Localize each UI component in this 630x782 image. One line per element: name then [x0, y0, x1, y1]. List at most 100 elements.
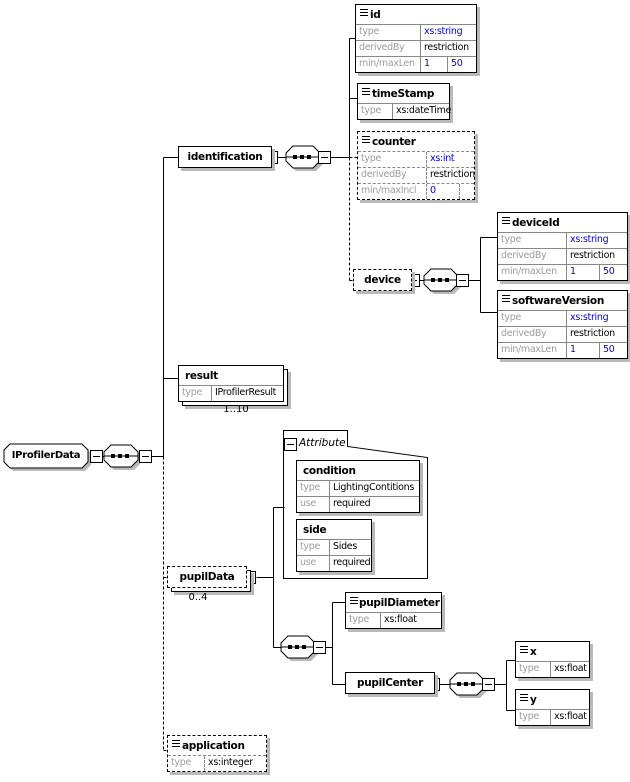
element-pupildata[interactable]: pupilData: [167, 566, 247, 588]
attributes-frame: [283, 430, 428, 579]
cardinality-pupildata: 0..4: [188, 592, 208, 603]
element-name: softwareVersion: [512, 295, 605, 307]
element-name: deviceId: [512, 217, 560, 229]
type-value: IProfilerResult: [215, 387, 277, 398]
attributes-frame-label: Attribute: [299, 437, 346, 449]
element-name: identification: [187, 151, 263, 163]
element-icon: [502, 295, 510, 302]
sequence-icon-pupil-data[interactable]: [280, 635, 318, 661]
facet-max-value: 50: [603, 266, 615, 277]
element-iprofilerdata[interactable]: IProfilerData: [11, 450, 81, 461]
type-value: xs:float: [384, 614, 417, 625]
facet-min-value: 1: [567, 343, 600, 358]
derivedby-value: restriction: [430, 169, 475, 180]
element-header: y: [516, 690, 589, 709]
element-header: softwareVersion: [498, 291, 627, 310]
element-icon: [362, 136, 370, 143]
facet-min-value: 1: [567, 265, 600, 280]
type-label: type: [346, 613, 381, 628]
facet-min-value: 1: [421, 57, 448, 72]
use-label: use: [297, 497, 330, 512]
type-label: type: [358, 104, 393, 119]
type-value: xs:dateTime: [396, 105, 452, 116]
element-header: deviceId: [498, 213, 627, 232]
type-value[interactable]: xs:string: [424, 26, 463, 37]
type-label: type: [297, 481, 330, 496]
collapse-toggle-pupilcenter-2[interactable]: [482, 678, 495, 691]
derivedby-label: derivedBy: [356, 41, 421, 56]
element-icon: [172, 740, 180, 747]
element-pupilcenter[interactable]: pupilCenter: [345, 672, 435, 694]
use-value: required: [333, 498, 371, 509]
element-name: pupilCenter: [356, 677, 424, 689]
element-device[interactable]: device: [353, 269, 412, 291]
type-value[interactable]: xs:string: [570, 312, 609, 323]
attribute-header: side: [297, 520, 371, 539]
element-icon: [362, 88, 370, 95]
type-value: Sides: [333, 541, 357, 552]
element-icon: [502, 217, 510, 224]
element-icon: [360, 9, 368, 16]
type-label: type: [297, 540, 330, 555]
type-label: type: [516, 710, 551, 725]
element-icon: [350, 597, 358, 604]
collapse-toggle-root-2[interactable]: [139, 450, 152, 463]
facet-label: min/maxLen: [498, 265, 567, 280]
element-icon: [520, 694, 528, 701]
type-label: type: [168, 756, 205, 771]
collapse-toggle-attributes[interactable]: [284, 438, 297, 451]
cardinality-result: 1..10: [223, 404, 249, 415]
collapse-toggle-identification-2[interactable]: [318, 151, 331, 164]
derivedby-value: restriction: [424, 42, 469, 53]
collapse-toggle-device-2[interactable]: [456, 274, 469, 287]
attribute-name: condition: [303, 465, 356, 477]
element-name: y: [530, 694, 537, 706]
type-value[interactable]: xs:string: [570, 234, 609, 245]
sequence-icon-pupil-center[interactable]: [449, 672, 487, 698]
facet-label: min/maxLen: [498, 343, 567, 358]
sequence-icon-root[interactable]: [103, 444, 141, 470]
sequence-icon-device[interactable]: [423, 268, 461, 294]
element-name: pupilData: [179, 571, 235, 583]
type-label: type: [498, 311, 567, 326]
element-identification[interactable]: identification: [178, 146, 272, 168]
element-header: counter: [358, 132, 474, 151]
attribute-name: side: [303, 524, 327, 536]
sequence-icon-identification[interactable]: [285, 145, 323, 171]
element-name: application: [182, 740, 245, 752]
type-value: xs:integer: [208, 757, 253, 768]
derivedby-label: derivedBy: [498, 327, 567, 342]
collapse-toggle-root-1[interactable]: [90, 450, 103, 463]
collapse-toggle-pupildata-seq[interactable]: [313, 641, 326, 654]
type-value: LightingContitions: [333, 482, 414, 493]
element-header: pupilDiameter: [346, 593, 441, 612]
element-icon: [520, 646, 528, 653]
type-value[interactable]: xs:int: [430, 153, 455, 164]
root-element-shape[interactable]: [3, 443, 91, 471]
